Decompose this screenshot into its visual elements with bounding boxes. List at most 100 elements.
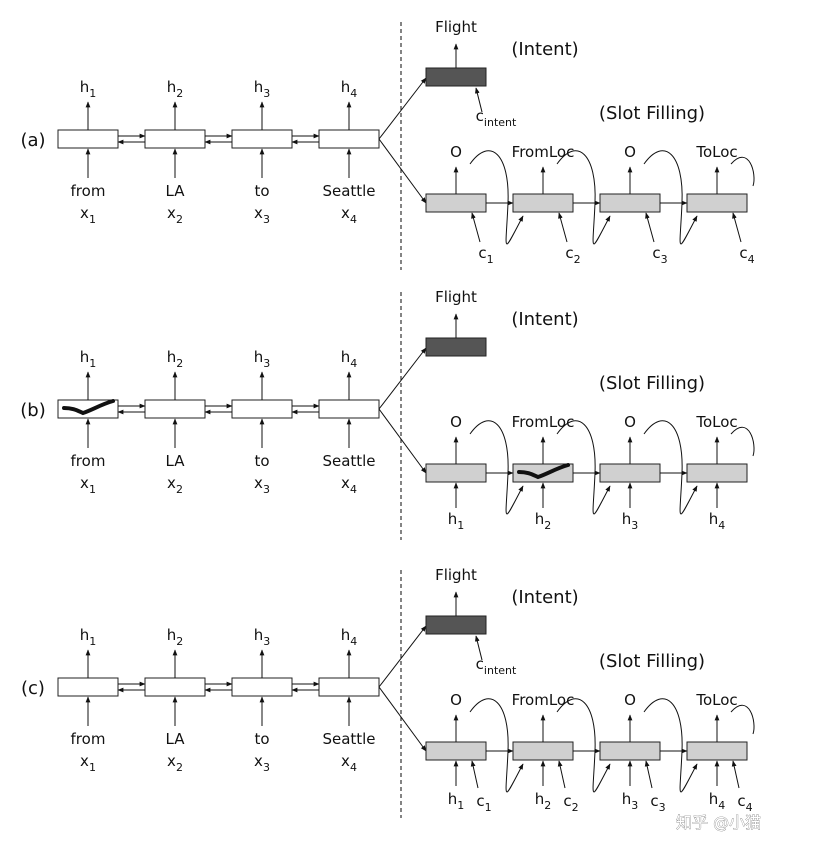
feedback-curve xyxy=(556,420,611,515)
feedback-curve xyxy=(730,156,755,187)
input-label: x4 xyxy=(341,752,357,774)
attention-mark xyxy=(517,463,570,480)
slot-label: ToLoc xyxy=(695,691,737,709)
to-intent-arrow xyxy=(378,347,427,410)
hidden-label: h2 xyxy=(167,78,184,100)
feedback-curve xyxy=(469,698,524,793)
panel-label: (b) xyxy=(20,400,45,421)
feedback-curve xyxy=(730,426,755,457)
intent-cell xyxy=(425,67,487,87)
watermark: 知乎 @小猫 xyxy=(676,813,761,832)
input-word: Seattle xyxy=(322,182,375,200)
intent-title: (Intent) xyxy=(511,39,578,60)
slot-label: ToLoc xyxy=(695,413,737,431)
attention-mark xyxy=(62,399,115,416)
input-word: LA xyxy=(166,452,186,470)
context-label: c3 xyxy=(650,792,665,814)
encoder-cell xyxy=(318,677,380,697)
input-label: x3 xyxy=(254,474,270,496)
input-word: from xyxy=(71,182,106,200)
hidden-label: h3 xyxy=(254,626,271,648)
to-decoder-arrow xyxy=(378,686,427,752)
to-intent-arrow xyxy=(378,625,427,688)
hidden-label: h1 xyxy=(80,78,97,100)
decoder-input-label: h4 xyxy=(709,510,726,532)
encoder-cell xyxy=(318,399,380,419)
context-arrow xyxy=(731,760,740,789)
decoder-cell xyxy=(425,463,487,483)
panel-a: (a)h1fromx1h2LAx2h3tox3h4Seattlex4Flight… xyxy=(20,18,755,270)
input-word: Seattle xyxy=(322,452,375,470)
input-label: x1 xyxy=(80,474,96,496)
input-label: x1 xyxy=(80,752,96,774)
feedback-curve xyxy=(469,420,524,515)
intent-label: Flight xyxy=(435,288,477,306)
hidden-label: h4 xyxy=(341,78,358,100)
to-decoder-arrow xyxy=(378,408,427,474)
decoder-cell xyxy=(599,741,661,761)
context-arrow xyxy=(557,760,566,789)
intent-cell xyxy=(425,615,487,635)
to-decoder-arrow xyxy=(378,138,427,204)
intent-cell xyxy=(425,337,487,357)
intent-title: (Intent) xyxy=(511,587,578,608)
input-word: Seattle xyxy=(322,730,375,748)
decoder-cell xyxy=(686,463,748,483)
input-label: x3 xyxy=(254,752,270,774)
context-arrow xyxy=(645,212,655,243)
decoder-cell xyxy=(425,193,487,213)
feedback-curve xyxy=(643,698,698,793)
context-arrow xyxy=(732,212,742,243)
input-word: to xyxy=(254,730,269,748)
intent-label: Flight xyxy=(435,566,477,584)
hidden-label: h2 xyxy=(167,626,184,648)
context-label: c4 xyxy=(739,244,754,266)
decoder-input-label: h3 xyxy=(622,790,639,812)
encoder-cell xyxy=(144,677,206,697)
feedback-curve xyxy=(643,150,698,245)
input-word: LA xyxy=(166,730,186,748)
decoder-input-label: h1 xyxy=(448,510,465,532)
panel-label: (a) xyxy=(20,130,45,151)
feedback-curve xyxy=(469,150,524,245)
context-label: c2 xyxy=(565,244,580,266)
slot-label: O xyxy=(450,143,462,161)
input-word: to xyxy=(254,452,269,470)
feedback-curve xyxy=(730,704,755,735)
context-arrow xyxy=(558,212,568,243)
input-word: to xyxy=(254,182,269,200)
feedback-curve xyxy=(643,420,698,515)
decoder-cell xyxy=(425,741,487,761)
slot-label: O xyxy=(450,691,462,709)
encoder-cell xyxy=(231,399,293,419)
panel-b: (b)h1fromx1h2LAx2h3tox3h4Seattlex4Flight… xyxy=(20,288,755,540)
feedback-curve xyxy=(556,150,611,245)
intent-label: Flight xyxy=(435,18,477,36)
encoder-cell xyxy=(57,677,119,697)
feedback-curve xyxy=(556,698,611,793)
decoder-cell xyxy=(512,741,574,761)
input-word: from xyxy=(71,730,106,748)
encoder-cell xyxy=(231,129,293,149)
slot-label: O xyxy=(450,413,462,431)
intent-title: (Intent) xyxy=(511,309,578,330)
input-label: x2 xyxy=(167,752,183,774)
decoder-input-label: h2 xyxy=(535,790,552,812)
input-word: LA xyxy=(166,182,186,200)
input-label: x4 xyxy=(341,474,357,496)
intent-context-label: cintent xyxy=(476,107,517,129)
encoder-cell xyxy=(231,677,293,697)
encoder-cell xyxy=(57,129,119,149)
context-label: c3 xyxy=(652,244,667,266)
slot-label: FromLoc xyxy=(512,413,575,431)
input-word: from xyxy=(71,452,106,470)
slot-label: FromLoc xyxy=(512,691,575,709)
decoder-input-label: h3 xyxy=(622,510,639,532)
panel-label: (c) xyxy=(21,678,45,699)
encoder-cell xyxy=(144,399,206,419)
intent-context-arrow xyxy=(474,87,483,113)
encoder-cell xyxy=(318,129,380,149)
context-label: c1 xyxy=(478,244,493,266)
hidden-label: h1 xyxy=(80,348,97,370)
to-intent-arrow xyxy=(378,77,427,140)
